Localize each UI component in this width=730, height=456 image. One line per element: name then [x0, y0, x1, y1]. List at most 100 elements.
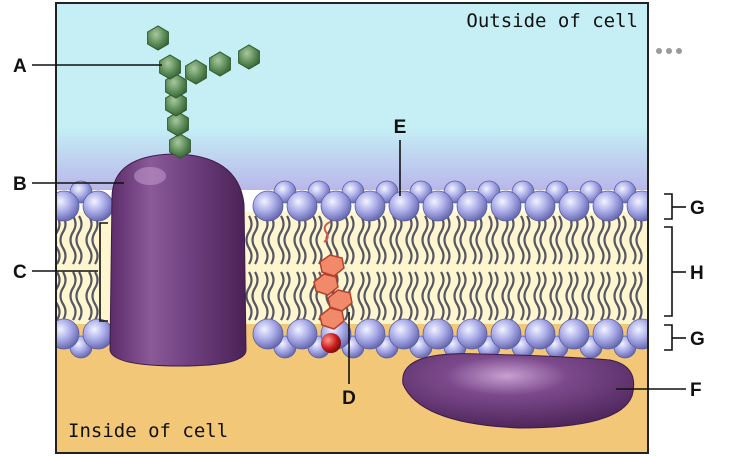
- fatty-acid-tail: [293, 215, 301, 265]
- more-options-icon[interactable]: [654, 45, 686, 57]
- fatty-acid-tail: [459, 215, 467, 265]
- fatty-acid-tail: [485, 215, 493, 265]
- phospholipid-head: [82, 318, 114, 350]
- fatty-acid-tail: [357, 271, 365, 321]
- label-h: H: [690, 263, 704, 284]
- fatty-acid-tail: [603, 215, 611, 265]
- fatty-acid-tail: [261, 215, 269, 265]
- more-dot-icon: [666, 48, 672, 54]
- phospholipid-head: [524, 190, 556, 222]
- label-a: A: [13, 56, 27, 77]
- fatty-acid-tail: [299, 215, 307, 265]
- phospholipid-head: [286, 318, 318, 350]
- phospholipid-head: [56, 190, 80, 222]
- label-e: E: [394, 117, 407, 138]
- fatty-acid-tail: [549, 215, 557, 265]
- fatty-acid-tail: [357, 215, 365, 265]
- phospholipid-head: [456, 318, 488, 350]
- fatty-acid-tail: [565, 215, 573, 265]
- phospholipid-head: [286, 190, 318, 222]
- phospholipid-head: [252, 318, 284, 350]
- phospholipid-head: [388, 318, 420, 350]
- fatty-acid-tail: [475, 271, 483, 321]
- fatty-acid-tail: [571, 215, 579, 265]
- label-d: D: [342, 388, 356, 409]
- fatty-acid-tail: [613, 271, 621, 321]
- fatty-acid-tail: [565, 271, 573, 321]
- fatty-acid-tail: [389, 271, 397, 321]
- phospholipid-head: [558, 318, 590, 350]
- fatty-acid-tail: [555, 271, 563, 321]
- fatty-acid-tail: [517, 215, 525, 265]
- fatty-acid-tail: [613, 215, 621, 265]
- fatty-acid-tail: [411, 271, 419, 321]
- phospholipid-head: [490, 318, 522, 350]
- phospholipid-head: [422, 190, 454, 222]
- fatty-acid-tail: [69, 271, 77, 321]
- fatty-acid-tail: [251, 215, 259, 265]
- fatty-acid-tail: [56, 271, 61, 321]
- sugar-unit: [165, 73, 187, 99]
- fatty-acid-tails: [56, 215, 643, 321]
- fatty-acid-tail: [619, 271, 627, 321]
- fatty-acid-tail: [363, 271, 371, 321]
- phospholipid-head: [56, 318, 80, 350]
- fatty-acid-tail: [277, 271, 285, 321]
- fatty-acid-tail: [341, 215, 349, 265]
- fatty-acid-tail: [85, 215, 93, 265]
- fatty-acid-tail: [597, 271, 605, 321]
- fatty-acid-tail: [347, 215, 355, 265]
- label-f: F: [690, 380, 702, 401]
- more-dot-icon: [676, 48, 682, 54]
- phospholipid-head: [252, 190, 284, 222]
- fatty-acid-tail: [459, 271, 467, 321]
- fatty-acid-tail: [75, 215, 83, 265]
- fatty-acid-tail: [443, 215, 451, 265]
- phospholipid-head: [592, 318, 624, 350]
- fatty-acid-tail: [405, 215, 413, 265]
- leader-lines: [32, 64, 686, 390]
- fatty-acid-tail: [549, 271, 557, 321]
- fatty-acid-tail: [59, 271, 67, 321]
- fatty-acid-tail: [69, 215, 77, 265]
- phospholipid-head: [592, 190, 624, 222]
- outside-of-cell-label: Outside of cell: [466, 10, 638, 32]
- fatty-acid-tail: [427, 215, 435, 265]
- fatty-acid-tail: [389, 215, 397, 265]
- fatty-acid-tail: [379, 215, 387, 265]
- fatty-acid-tail: [309, 215, 317, 265]
- fatty-acid-tail: [485, 271, 493, 321]
- fatty-acid-tail: [539, 271, 547, 321]
- label-c: C: [13, 262, 27, 283]
- sugar-unit: [147, 25, 169, 51]
- fatty-acid-tail: [379, 271, 387, 321]
- phospholipid-head: [524, 318, 556, 350]
- fatty-acid-tail: [635, 215, 643, 265]
- fatty-acid-tail: [421, 271, 429, 321]
- fatty-acid-tail: [619, 215, 627, 265]
- fatty-acid-tail: [293, 271, 301, 321]
- phospholipid-head: [320, 190, 352, 222]
- phospholipid-head: [82, 190, 114, 222]
- fatty-acid-tail: [597, 215, 605, 265]
- phospholipid-head: [422, 318, 454, 350]
- fatty-acid-tail: [437, 271, 445, 321]
- fatty-acid-tail: [91, 215, 99, 265]
- label-g-bottom: G: [690, 329, 705, 350]
- fatty-acid-tail: [245, 215, 253, 265]
- fatty-acid-tail: [571, 271, 579, 321]
- fatty-acid-tail: [587, 271, 595, 321]
- inner-phospholipid-heads: [56, 318, 648, 350]
- sugar-unit: [169, 133, 191, 159]
- fatty-acid-tail: [421, 215, 429, 265]
- phospholipid-head: [354, 318, 386, 350]
- fatty-acid-tail: [267, 215, 275, 265]
- integral-protein: [109, 153, 247, 367]
- phospholipid-head: [558, 190, 590, 222]
- fatty-acid-tail: [507, 271, 515, 321]
- sugar-unit: [238, 44, 260, 70]
- fatty-acid-tail: [523, 271, 531, 321]
- fatty-acid-tail: [395, 215, 403, 265]
- fatty-acid-tail: [261, 271, 269, 321]
